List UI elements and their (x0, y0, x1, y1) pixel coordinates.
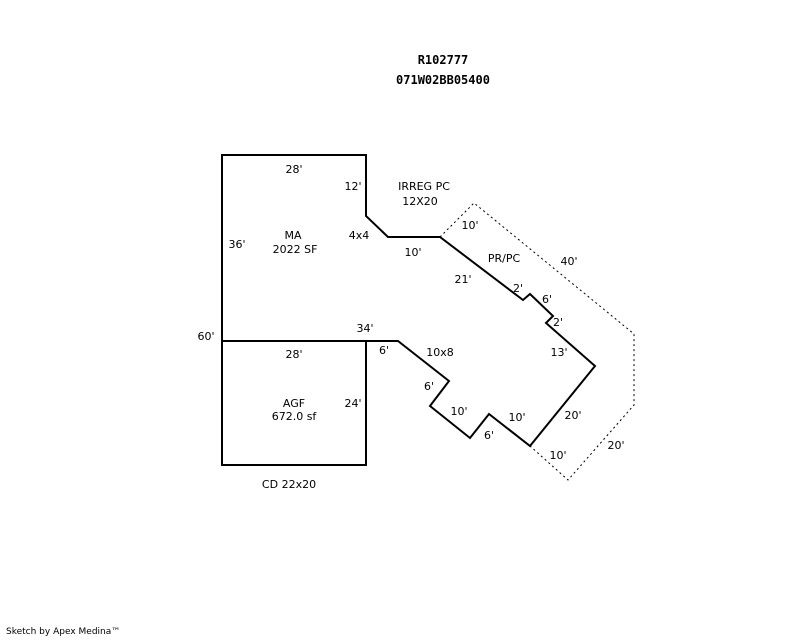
dim-bottom-10: 10' (549, 449, 566, 462)
dim-left-total: 60' (197, 330, 214, 343)
garage-size: 672.0 sf (272, 410, 318, 423)
notch-label: 4x4 (349, 229, 370, 242)
dim-pc-top: 10' (461, 219, 478, 232)
dim-ma-bottom: 34' (356, 322, 373, 335)
dim-ma-top: 28' (285, 163, 302, 176)
dim-pc-outer: 40' (560, 255, 577, 268)
account-number: R102777 (418, 53, 469, 67)
garage-outline (221, 341, 367, 466)
dim-notch-bottom: 10' (404, 246, 421, 259)
dim-lower-6: 6' (484, 429, 494, 442)
irreg-porch-size: 12X20 (402, 195, 438, 208)
irreg-porch-code: IRREG PC (398, 180, 450, 193)
dim-ma-left: 36' (228, 238, 245, 251)
dim-porch-6a: 6' (379, 344, 389, 357)
dim-ma-notch: 12' (344, 180, 361, 193)
main-area-size: 2022 SF (273, 243, 318, 256)
dim-outer-20: 20' (607, 439, 624, 452)
dim-lower-10b: 10' (508, 411, 525, 424)
dim-step-b: 6' (542, 293, 552, 306)
dim-garage-top: 28' (285, 348, 302, 361)
map-tax-lot: 071W02BB05400 (396, 73, 490, 87)
dim-pc-diagonal: 21' (454, 273, 471, 286)
software-credit: Sketch by Apex Medina™ (6, 627, 121, 637)
garage-code: AGF (283, 397, 305, 410)
main-area-outline (221, 154, 597, 448)
dim-side-13: 13' (550, 346, 567, 359)
dim-lower-10a: 10' (450, 405, 467, 418)
dim-step-c: 2' (553, 316, 563, 329)
main-area-code: MA (284, 229, 301, 242)
dim-step-a: 2' (513, 282, 523, 295)
dim-porch-6b: 6' (424, 380, 434, 393)
small-porch-label: 10x8 (426, 346, 454, 359)
deck-label: CD 22x20 (262, 478, 316, 491)
dim-side-20: 20' (564, 409, 581, 422)
dim-garage-right: 24' (344, 397, 361, 410)
porch-code: PR/PC (488, 252, 521, 265)
porch-outline (439, 202, 635, 481)
